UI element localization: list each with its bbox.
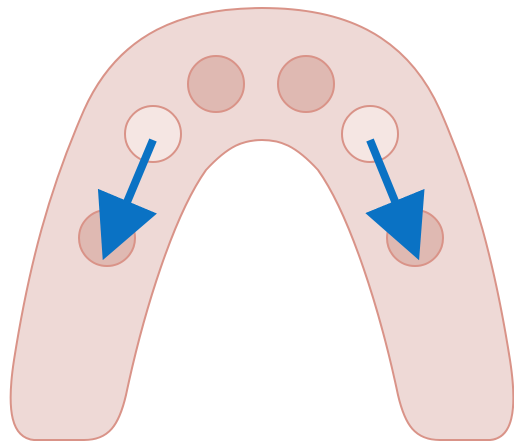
- circle-top-left: [188, 56, 244, 112]
- circle-upper-right: [342, 106, 398, 162]
- circle-lower-left: [79, 210, 135, 266]
- circle-top-right: [278, 56, 334, 112]
- circle-upper-left: [125, 106, 181, 162]
- circle-lower-right: [387, 210, 443, 266]
